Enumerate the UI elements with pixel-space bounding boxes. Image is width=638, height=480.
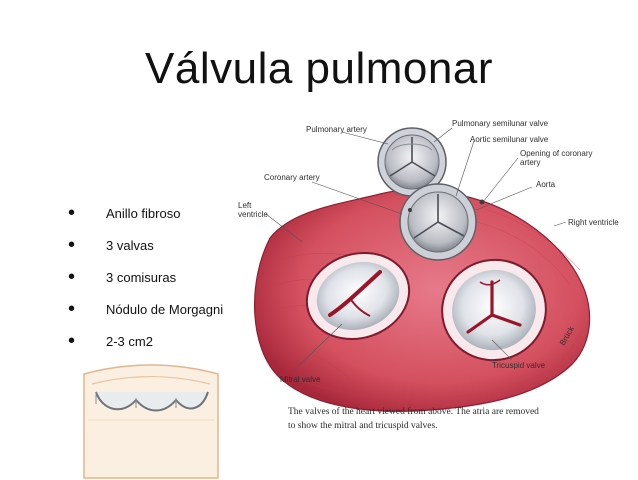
page-title: Válvula pulmonar: [145, 44, 493, 93]
bullet-dot-icon: •: [68, 298, 76, 320]
bullet-list: • Anillo fibroso • 3 valvas • 3 comisuras •…: [66, 198, 223, 358]
bullet-text: 3 valvas: [106, 238, 154, 253]
caption-line-2: to show the mitral and tricuspid valves.: [288, 421, 438, 431]
leader-lines: [265, 127, 567, 373]
bullet-dot-icon: •: [68, 330, 76, 352]
valve-cusp-thumbnail: [83, 364, 219, 479]
label-aorta: Aorta: [536, 180, 556, 189]
label-left-ventricle-2: ventricle: [238, 210, 268, 219]
tricuspid-valve: [441, 258, 547, 362]
label-pulmonary-semilunar-valve: Pulmonary semilunar valve: [452, 119, 549, 128]
bullet-dot-icon: •: [68, 202, 76, 224]
bullet-item: • 3 valvas: [66, 230, 223, 262]
bullet-text: Nódulo de Morgagni: [106, 302, 224, 317]
label-right-ventricle: Right ventricle: [568, 218, 619, 227]
label-coronary-artery: Coronary artery: [264, 173, 320, 182]
label-opening-coronary-artery-1: Opening of coronary: [520, 149, 593, 158]
label-tricuspid-valve: Tricuspid valve: [492, 361, 546, 370]
bullet-dot-icon: •: [68, 234, 76, 256]
bullet-item: • Anillo fibroso: [66, 198, 223, 230]
label-left-ventricle-1: Left: [238, 201, 252, 210]
bullet-text: 3 comisuras: [106, 270, 177, 285]
mitral-valve: [305, 251, 411, 341]
bullet-dot-icon: •: [68, 266, 76, 288]
label-mitral-valve: Mitral valve: [280, 375, 321, 384]
label-aortic-semilunar-valve: Aortic semilunar valve: [470, 135, 549, 144]
label-opening-coronary-artery-2: artery: [520, 158, 540, 167]
pulmonary-semilunar-valve: [377, 127, 447, 197]
caption-line-1: The valves of the heart viewed from abov…: [288, 406, 539, 417]
bullet-text: 2-3 cm2: [106, 334, 153, 349]
aortic-semilunar-valve: [399, 183, 485, 261]
bullet-text: Anillo fibroso: [106, 206, 181, 221]
heart-valves-illustration: Pulmonary artery Pulmonary semilunar val…: [238, 119, 619, 431]
label-pulmonary-artery: Pulmonary artery: [306, 125, 367, 134]
bullet-item: • Nódulo de Morgagni: [66, 294, 223, 326]
bullet-item: • 3 comisuras: [66, 262, 223, 294]
bullet-item: • 2-3 cm2: [66, 326, 223, 358]
